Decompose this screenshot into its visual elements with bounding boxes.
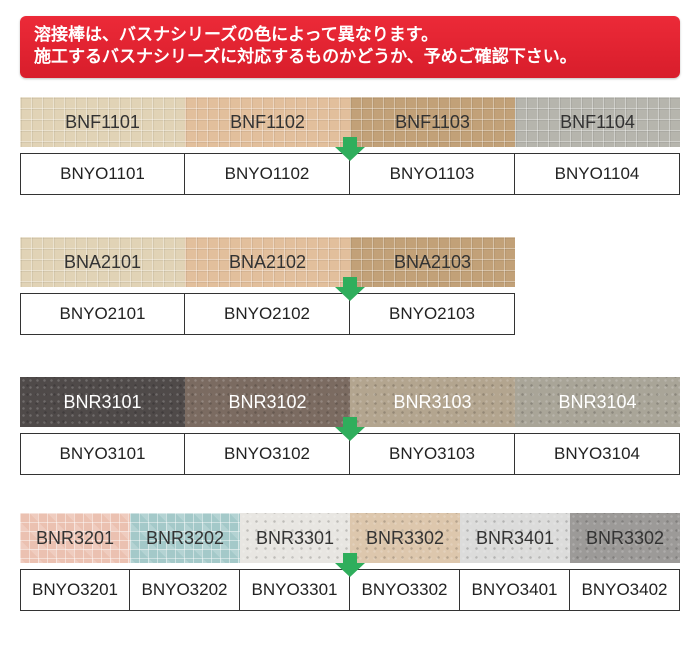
- tile-swatch-label: BNA2103: [393, 251, 472, 272]
- tile-swatch-row: BNR3201 BNR3202 BNR3301 BNR3302 BNR3401 BNR33…: [20, 513, 680, 563]
- tile-swatch-row: BNR3101 BNR3102 BNR3103 BNR3104: [20, 377, 680, 427]
- tile-swatch: BNR3302: [570, 513, 680, 563]
- notice-line-1: 溶接棒は、バスナシリーズの色によって異なります。: [34, 25, 439, 44]
- welding-rod-cell: BNYO2102: [184, 293, 350, 335]
- tile-swatch: BNA2103: [350, 237, 515, 287]
- tile-swatch-row: BNA2101 BNA2102 BNA2103: [20, 237, 680, 287]
- tile-swatch: BNR3201: [20, 513, 130, 563]
- tile-swatch-label: BNR3401: [475, 527, 555, 548]
- welding-rod-code: BNYO3104: [554, 444, 640, 463]
- tile-swatch-label: BNR3301: [255, 527, 335, 548]
- welding-rod-code: BNYO3103: [389, 444, 475, 463]
- tile-swatch-label: BNR3202: [145, 527, 225, 548]
- tile-swatch: BNR3302: [350, 513, 460, 563]
- tile-swatch: BNR3103: [350, 377, 515, 427]
- tile-swatch: BNA2101: [20, 237, 185, 287]
- welding-rod-cell: BNYO1104: [514, 153, 680, 195]
- tile-swatch: BNR3104: [515, 377, 680, 427]
- welding-rod-cell: BNYO2103: [349, 293, 515, 335]
- tile-swatch-label: BNR3201: [35, 527, 115, 548]
- tile-swatch: BNF1102: [185, 97, 350, 147]
- tile-swatch: BNR3102: [185, 377, 350, 427]
- welding-rod-cell: BNYO3301: [239, 569, 350, 611]
- notice-line-2: 施工するバスナシリーズに対応するものかどうか、予めご確認下さい。: [34, 47, 577, 66]
- down-arrow-icon: [335, 137, 365, 161]
- welding-rod-cell: BNYO3401: [459, 569, 570, 611]
- welding-rod-code: BNYO3401: [471, 580, 558, 599]
- tile-swatch-label: BNR3101: [63, 391, 142, 412]
- tile-swatch-label: BNF1101: [65, 111, 140, 132]
- welding-rod-code: BNYO1103: [389, 164, 475, 183]
- welding-rod-cell: BNYO3202: [129, 569, 240, 611]
- welding-rod-cell: BNYO3201: [20, 569, 130, 611]
- tile-swatch-label: BNA2101: [63, 251, 142, 272]
- welding-rod-row: BNYO1101 BNYO1102 BNYO1103 BNYO1104: [20, 153, 680, 195]
- tile-swatch: BNR3101: [20, 377, 185, 427]
- tile-swatch: BNR3202: [130, 513, 240, 563]
- tile-swatch-label: BNF1103: [395, 111, 470, 132]
- welding-rod-code: BNYO2101: [59, 304, 146, 323]
- welding-rod-code: BNYO3101: [59, 444, 146, 463]
- welding-rod-cell: BNYO3302: [349, 569, 460, 611]
- welding-rod-code: BNYO3301: [251, 580, 338, 599]
- product-group-4: BNR3201 BNR3202 BNR3301 BNR3302 BNR3401 BNR33…: [20, 513, 680, 611]
- tile-swatch: BNF1101: [20, 97, 185, 147]
- welding-rod-code: BNYO3402: [581, 580, 668, 599]
- welding-rod-code: BNYO3302: [361, 580, 448, 599]
- tile-swatch: BNR3301: [240, 513, 350, 563]
- welding-rod-row: BNYO2101 BNYO2102 BNYO2103: [20, 293, 680, 335]
- welding-rod-code: BNYO1102: [224, 164, 310, 183]
- welding-rod-cell: BNYO3101: [20, 433, 185, 475]
- tile-swatch-label: BNR3102: [228, 391, 307, 412]
- welding-rod-cell: BNYO1101: [20, 153, 185, 195]
- welding-rod-cell: BNYO3104: [514, 433, 680, 475]
- tile-swatch-label: BNF1102: [230, 111, 305, 132]
- tile-swatch: BNR3401: [460, 513, 570, 563]
- welding-rod-code: BNYO2102: [224, 304, 310, 323]
- welding-rod-code: BNYO1101: [60, 164, 145, 183]
- tile-swatch: BNA2102: [185, 237, 350, 287]
- welding-rod-cell: BNYO1103: [349, 153, 515, 195]
- welding-rod-cell: BNYO1102: [184, 153, 350, 195]
- notice-banner: 溶接棒は、バスナシリーズの色によって異なります。 施工するバスナシリーズに対応す…: [20, 16, 680, 78]
- down-arrow-icon: [335, 277, 365, 301]
- welding-rod-code: BNYO3202: [141, 580, 228, 599]
- welding-rod-cell: BNYO3402: [569, 569, 680, 611]
- welding-rod-cell: BNYO3103: [349, 433, 515, 475]
- tile-swatch: BNF1103: [350, 97, 515, 147]
- welding-rod-cell: BNYO3102: [184, 433, 350, 475]
- down-arrow-icon: [335, 417, 365, 441]
- welding-rod-cell: BNYO2101: [20, 293, 185, 335]
- tile-swatch: BNF1104: [515, 97, 680, 147]
- tile-swatch-label: BNR3103: [393, 391, 472, 412]
- down-arrow-icon: [335, 553, 365, 577]
- welding-rod-code: BNYO2103: [389, 304, 475, 323]
- welding-rod-code: BNYO3102: [224, 444, 310, 463]
- welding-rod-code: BNYO3201: [32, 580, 118, 599]
- welding-rod-row: BNYO3201 BNYO3202 BNYO3301 BNYO3302 BNYO3401…: [20, 569, 680, 611]
- welding-rod-row: BNYO3101 BNYO3102 BNYO3103 BNYO3104: [20, 433, 680, 475]
- welding-rod-code: BNYO1104: [554, 164, 640, 183]
- tile-swatch-label: BNR3302: [365, 527, 445, 548]
- tile-swatch-label: BNR3104: [558, 391, 637, 412]
- tile-swatch-label: BNR3302: [585, 527, 665, 548]
- tile-swatch-label: BNF1104: [560, 111, 635, 132]
- tile-swatch-label: BNA2102: [228, 251, 307, 272]
- tile-swatch-row: BNF1101 BNF1102 BNF1103 BNF1104: [20, 97, 680, 147]
